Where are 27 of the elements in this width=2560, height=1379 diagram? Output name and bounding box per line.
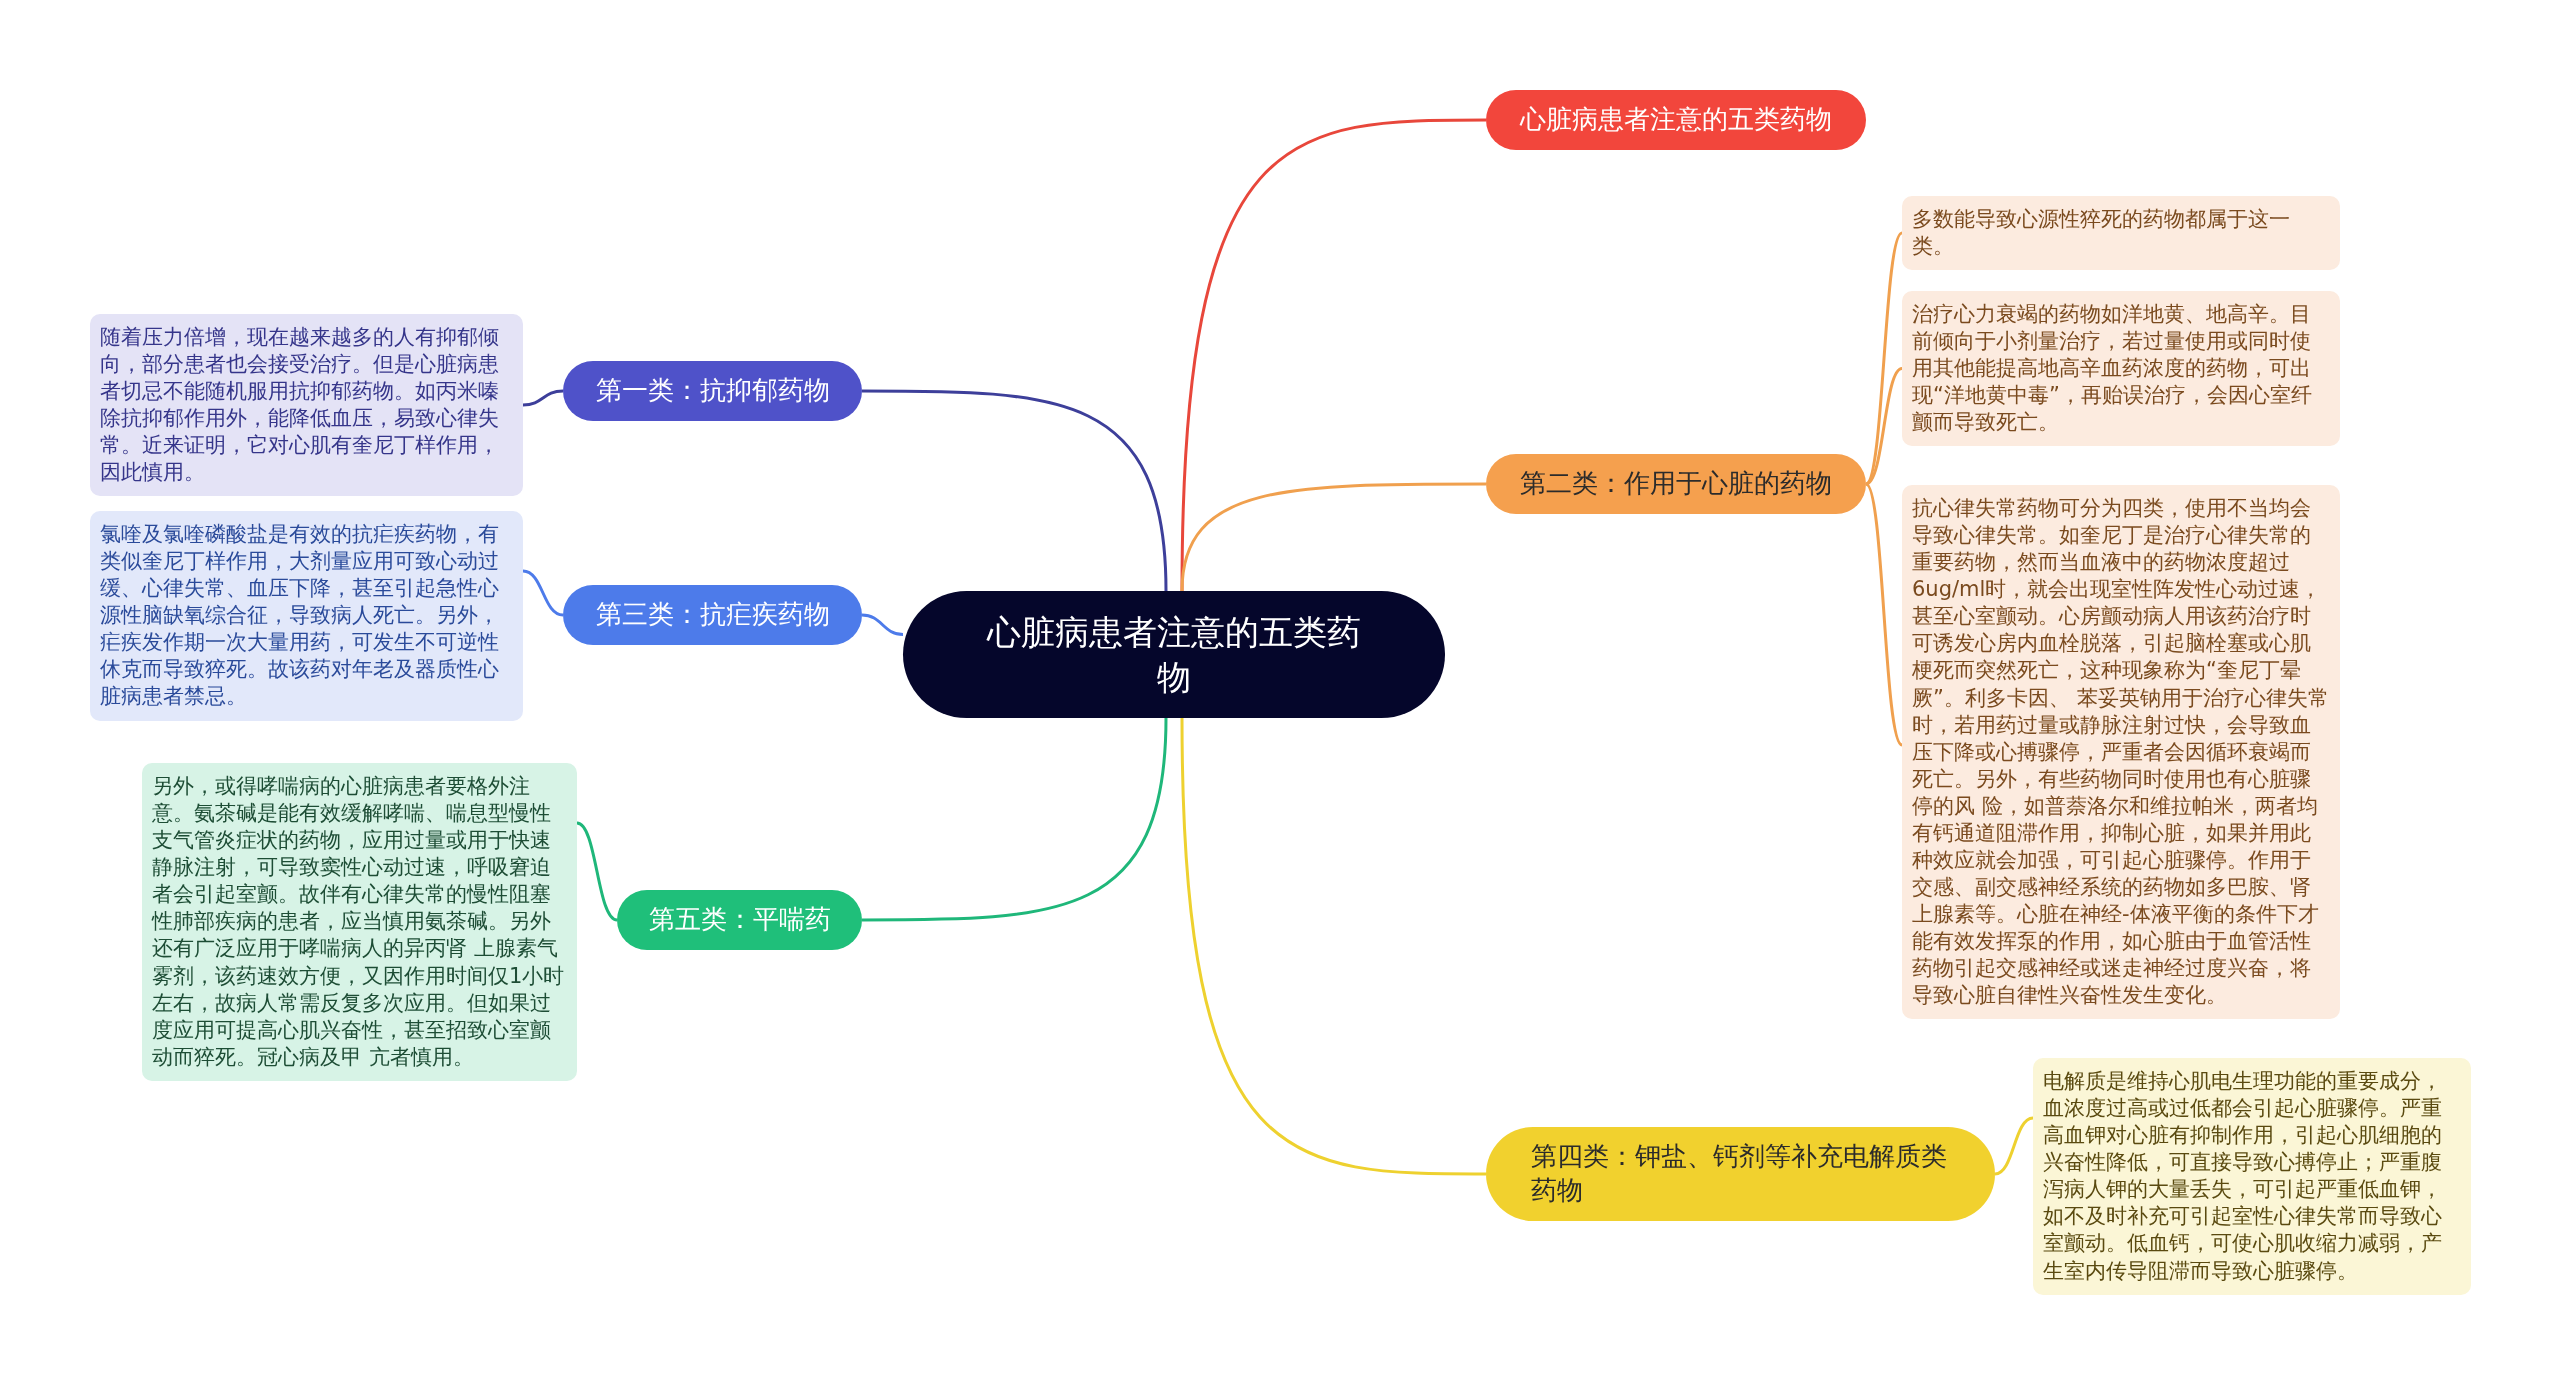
branch-box: 第二类：作用于心脏的药物	[1486, 454, 1866, 514]
note-box: 抗心律失常药物可分为四类，使用不当均会导致心律失常。如奎尼丁是治疗心律失常的重要药物，然而当血液中的药物浓度超过6ug/ml时，就会出现室性阵发性心动过速，甚至心室颤动。心房颤动病人用该药治疗时可诱发心房内血栓脱落，引起脑栓塞或心肌梗死而突然死亡，这种现象称为“奎尼丁晕厥”。利多卡因、 苯妥英钠用于治疗心律失常时，若用药过量或静脉注射过快，会导致血压下降或心搏骤停，严重者会因循环衰竭而死亡。另外，有些药物同时使用也有心脏骤停的风 险，如普萘洛尔和维拉帕米，两者均有钙通道阻滞作用，抑制心脏，如果并用此种效应就会加强，可引起心脏骤停。作用于交感、副交感神经系统的药物如多巴胺、肾上腺素等。心脏在神经-体液平衡的条件下才能有效发挥泵的作用，如心脏由于血管活性药物引起交感神经或迷走神经过度兴奋，将导致心脏自律性兴奋性发生变化。	[1902, 485, 2340, 1020]
connector	[522, 569, 564, 617]
branch-box: 第三类：抗疟疾药物	[563, 585, 862, 645]
topic-box: 心脏病患者注意的五类药物	[903, 591, 1445, 718]
note-box: 治疗心力衰竭的药物如洋地黄、地高辛。目前倾向于小剂量治疗，若过量使用或同时使用其他能提高地高辛血药浓度的药物，可出现“洋地黄中毒”，再贻误治疗，会因心室纤颤而导致死亡。	[1902, 291, 2340, 447]
branch-box: 第四类：钾盐、钙剂等补充电解质类药物	[1486, 1127, 1995, 1221]
note-box: 多数能导致心源性猝死的药物都属于这一类。	[1902, 196, 2340, 271]
branch-box: 心脏病患者注意的五类药物	[1486, 90, 1866, 150]
connector	[522, 389, 564, 407]
connector	[1864, 232, 1904, 485]
connector	[861, 613, 904, 636]
connector	[1180, 482, 1486, 592]
branch-box: 第一类：抗抑郁药物	[563, 361, 862, 421]
note-box: 另外，或得哮喘病的心脏病患者要格外注意。氨茶碱是能有效缓解哮喘、喘息型慢性支气管炎症状的药物，应用过量或用于快速静脉注射，可导致窦性心动过速，呼吸窘迫者会引起室颤。故伴有心律失常的慢性阻塞性肺部疾病的患者，应当慎用氨茶碱。另外还有广泛应用于哮喘病人的异丙肾 上腺素气雾剂，该药速效方便，又因作用时间仅1小时左右，故病人常需反复多次应用。但如果过度应用可提高心肌兴奋性，甚至招致心室颤动而猝死。冠心病及甲 亢者慎用。	[142, 763, 577, 1081]
connector	[862, 717, 1168, 922]
connector	[1994, 1116, 2034, 1176]
connector	[576, 821, 618, 922]
connector	[1180, 717, 1486, 1176]
branch-box: 第五类：平喘药	[617, 890, 862, 950]
note-box: 随着压力倍增，现在越来越多的人有抑郁倾向，部分患者也会接受治疗。但是心脏病患者切忌不能随机服用抗抑郁药物。如丙米嗪除抗抑郁作用外，能降低血压，易致心律失常。近来证明，它对心肌有奎尼丁样作用，因此慎用。	[90, 314, 523, 497]
connector	[1180, 118, 1486, 592]
note-box: 电解质是维持心肌电生理功能的重要成分，血浓度过高或过低都会引起心脏骤停。严重高血钾对心脏有抑制作用，引起心肌细胞的兴奋性降低，可直接导致心搏停止；严重腹泻病人钾的大量丢失，可引起严重低血钾，如不及时补充可引起室性心律失常而导致心室颤动。低血钙，可使心肌收缩力减弱，产生室内传导阻滞而导致心脏骤停。	[2033, 1058, 2471, 1295]
connector	[1864, 483, 1904, 746]
connector	[862, 389, 1168, 592]
connector	[1865, 367, 1903, 486]
note-box: 氯喹及氯喹磷酸盐是有效的抗疟疾药物，有类似奎尼丁样作用，大剂量应用可致心动过缓、心律失常、血压下降，甚至引起急性心源性脑缺氧综合征，导致病人死亡。另外，疟疾发作期一次大量用药，可发生不可逆性休克而导致猝死。故该药对年老及器质性心脏病患者禁忌。	[90, 511, 523, 721]
